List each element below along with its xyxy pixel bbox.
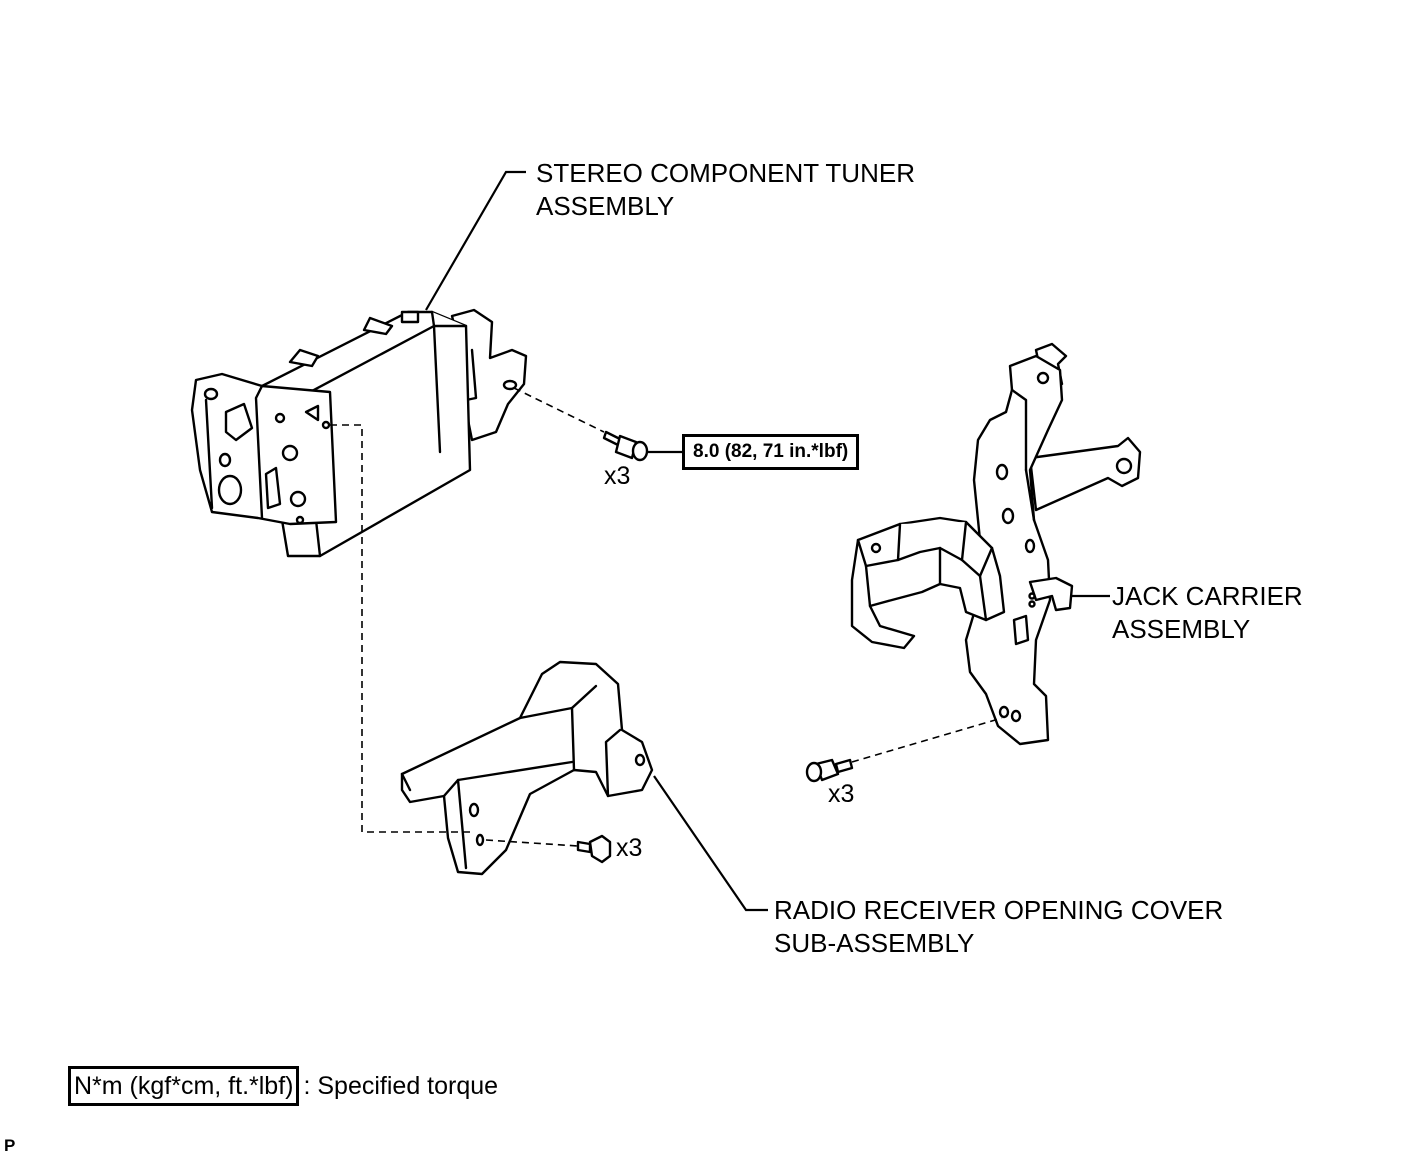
clip — [576, 834, 612, 864]
leader-lines — [425, 170, 1110, 912]
alignment-lines — [330, 387, 1003, 847]
tuner-assembly-label: STEREO COMPONENT TUNER ASSEMBLY — [536, 158, 915, 221]
legend-description: : Specified torque — [303, 1071, 499, 1100]
corner-mark: P — [4, 1136, 16, 1155]
clip-quantity: x3 — [616, 834, 643, 862]
tuner-bolt-quantity: x3 — [604, 462, 631, 490]
torque-legend: N*m (kgf*cm, ft.*lbf) : Specified torque — [68, 1066, 498, 1106]
radio-receiver-opening-cover — [400, 660, 654, 876]
stereo-tuner-assembly — [190, 308, 528, 558]
jack-bolt-quantity: x3 — [828, 780, 855, 808]
radio-cover-label: RADIO RECEIVER OPENING COVER SUB-ASSEMBL… — [774, 895, 1224, 958]
legend-unit-box: N*m (kgf*cm, ft.*lbf) — [68, 1066, 300, 1106]
jack-carrier-label: JACK CARRIER ASSEMBLY — [1112, 581, 1303, 644]
jack-carrier-bolt — [805, 758, 854, 783]
torque-spec-box: 8.0 (82, 71 in.*lbf) — [682, 434, 860, 470]
jack-carrier-assembly — [850, 342, 1142, 746]
tuner-bolt — [602, 430, 649, 462]
